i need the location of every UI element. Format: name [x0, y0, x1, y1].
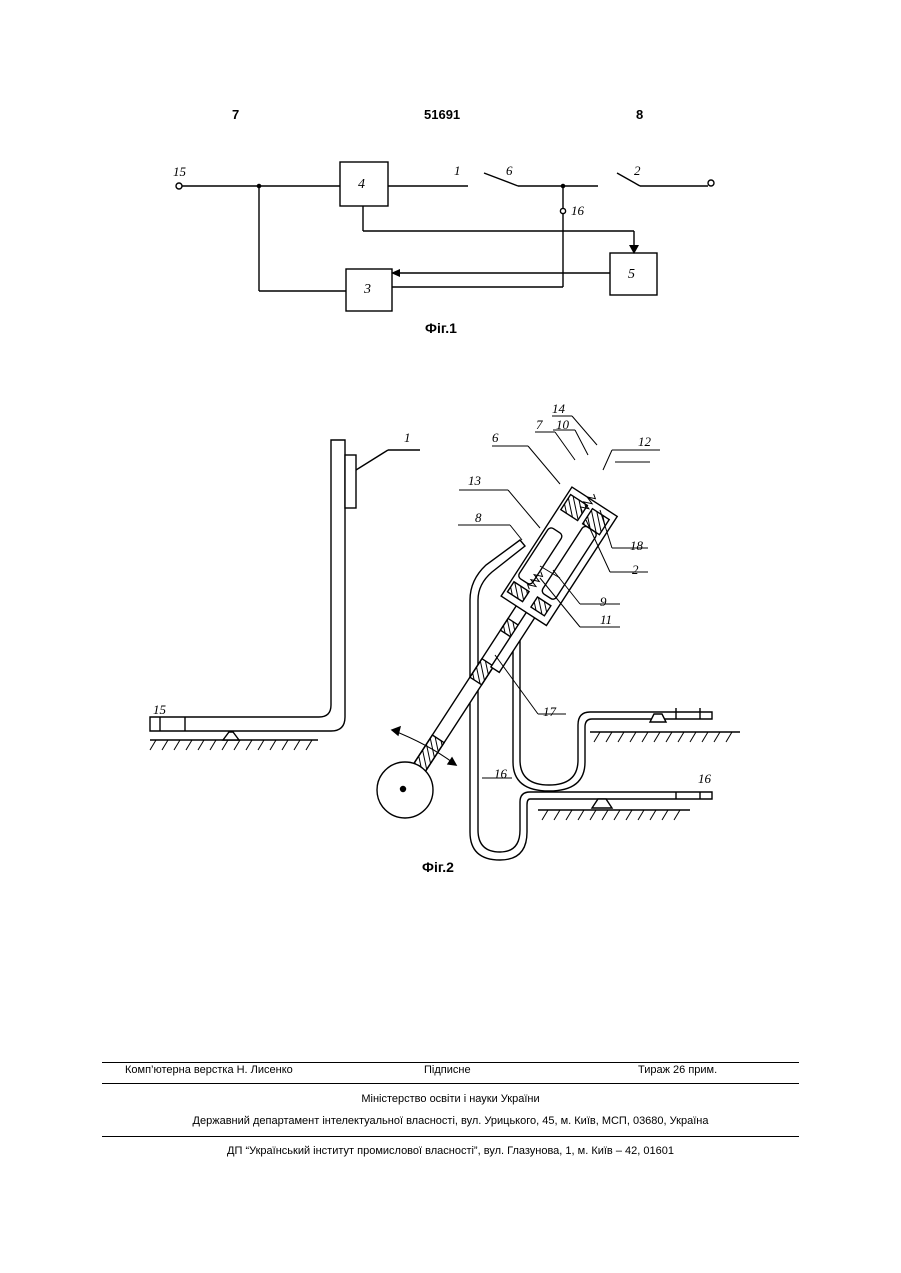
- fig2-label-6: 6: [492, 430, 499, 446]
- fig2-label-9: 9: [600, 594, 607, 610]
- fig2-label-18: 18: [630, 538, 643, 554]
- fig2-label-11: 11: [600, 612, 612, 628]
- fig2-label-12: 12: [638, 434, 651, 450]
- fig2-label-10: 10: [556, 417, 569, 433]
- footer-signed: Підписне: [424, 1064, 471, 1076]
- fig2-label-2: 2: [632, 562, 639, 578]
- fig2-label-15: 15: [153, 702, 166, 718]
- footer-department: Державний департамент інтелектуальної вл…: [0, 1115, 901, 1127]
- fig2-label-16-tube: 16: [494, 766, 507, 782]
- fig2-label-16-end: 16: [698, 771, 711, 787]
- fig2-label-7: 7: [536, 417, 543, 433]
- fig2-label-13: 13: [468, 473, 481, 489]
- footer-rule-bottom: [102, 1136, 799, 1137]
- fig2-label-1: 1: [404, 430, 411, 446]
- fig2-label-14: 14: [552, 401, 565, 417]
- footer-institute: ДП “Український інститут промислової вла…: [0, 1145, 901, 1157]
- figure-2-mechanical-drawing: [0, 0, 901, 900]
- footer-ministry: Міністерство освіти і науки України: [0, 1093, 901, 1105]
- footer-rule-middle: [102, 1083, 799, 1084]
- footer-rule-top: [102, 1062, 799, 1063]
- fig2-label-8: 8: [475, 510, 482, 526]
- footer-circulation: Тираж 26 прим.: [638, 1064, 717, 1076]
- footer-layout: Комп’ютерна верстка Н. Лисенко: [125, 1064, 293, 1076]
- fig2-label-17: 17: [543, 704, 556, 720]
- fig2-caption: Фіг.2: [422, 859, 454, 875]
